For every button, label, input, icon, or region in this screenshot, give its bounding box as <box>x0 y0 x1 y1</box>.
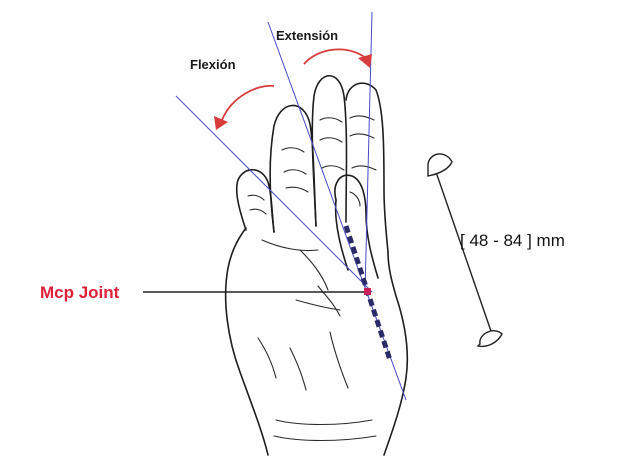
length-range-label: [ 48 - 84 ] mm <box>460 231 565 250</box>
curved-arrow-left-icon <box>214 86 274 130</box>
mcp-joint-label: Mcp Joint <box>40 283 120 302</box>
double-headed-arrow-icon <box>428 154 502 346</box>
flexion-label: Flexión <box>190 57 236 72</box>
extension-label: Extensión <box>276 28 338 43</box>
hand-outline <box>226 76 408 455</box>
curved-arrow-right-icon <box>304 49 372 68</box>
mcp-joint-marker <box>364 288 371 295</box>
